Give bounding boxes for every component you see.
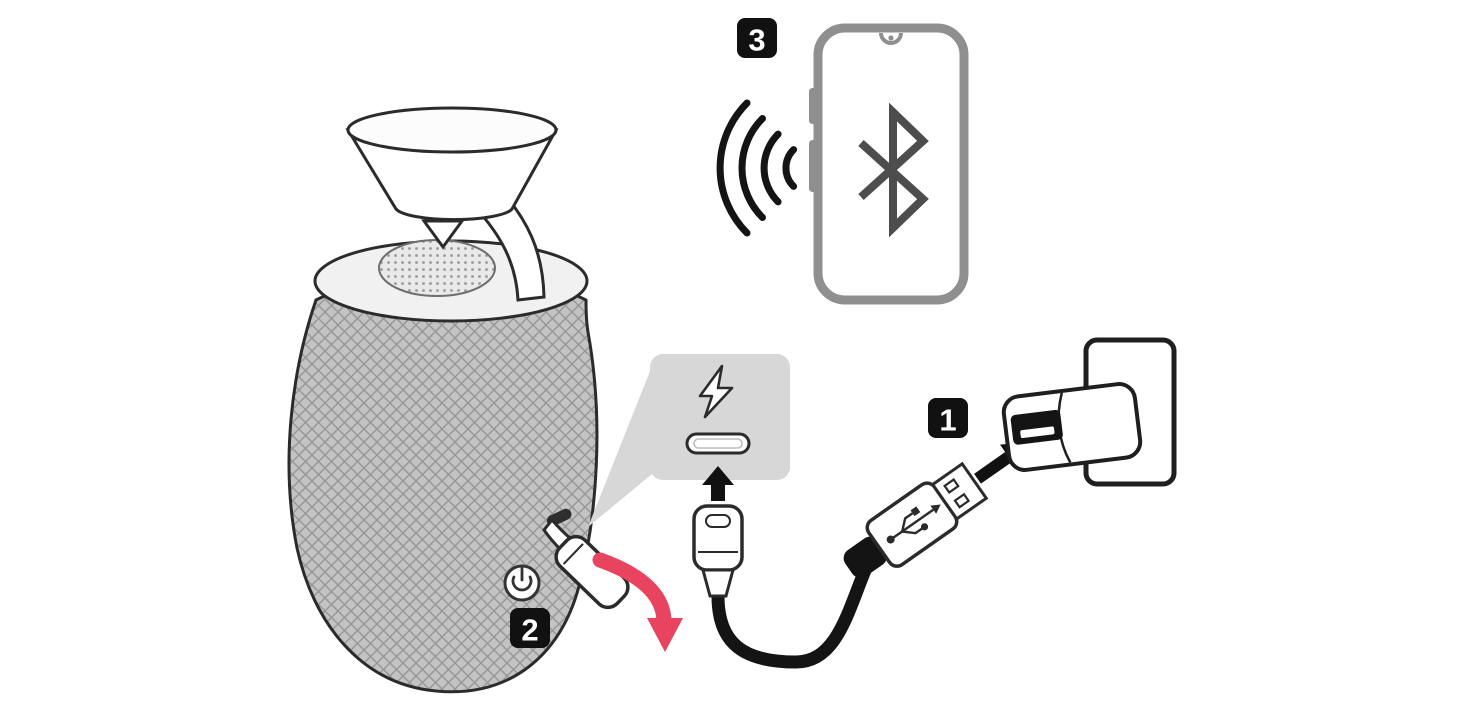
charging-port-callout <box>588 354 790 527</box>
usb-socket <box>1010 409 1063 445</box>
power-adapter <box>1001 382 1143 472</box>
step-3-badge: 3 <box>737 18 777 58</box>
usb-cable <box>711 543 881 669</box>
usb-a-plug <box>843 442 1030 578</box>
usb-c-connector <box>692 504 744 598</box>
speaker-top-spout <box>421 219 465 250</box>
phone-side-button <box>809 140 816 192</box>
usb-c-port <box>685 432 751 455</box>
step-1-badge: 1 <box>928 398 968 438</box>
step-2-number: 2 <box>521 613 538 648</box>
phone-notch <box>879 32 903 45</box>
phone-camera-dot <box>888 35 894 41</box>
adapter-body <box>1001 382 1143 472</box>
charging-bolt-icon <box>698 364 734 419</box>
wireless-signal-icon <box>716 99 798 237</box>
speaker-top-unit <box>345 106 559 250</box>
bluetooth-icon <box>858 102 929 238</box>
callout-wedge <box>588 366 652 527</box>
power-button <box>503 564 541 602</box>
speaker-grille <box>378 239 496 297</box>
step-2-badge: 2 <box>510 608 550 648</box>
step-1-number: 1 <box>939 403 956 438</box>
usb-icon <box>886 504 941 544</box>
power-icon <box>511 575 533 592</box>
phone-side-button <box>809 88 816 124</box>
speaker-illustration <box>287 106 630 694</box>
cable-boot <box>843 536 887 578</box>
curved-arrow-icon <box>592 552 683 652</box>
step-3-number: 3 <box>748 23 765 58</box>
arrow-up-icon <box>702 466 734 501</box>
callout-box <box>650 354 790 480</box>
smartphone <box>809 23 969 305</box>
plug-tip <box>930 461 989 521</box>
speaker-body <box>287 270 599 694</box>
